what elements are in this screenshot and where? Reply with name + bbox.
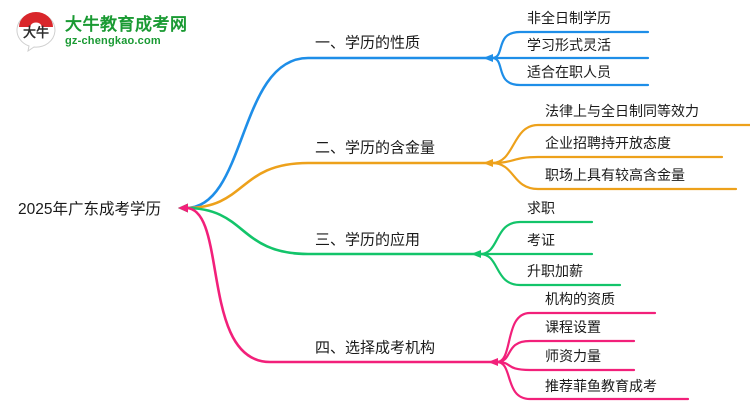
branch-connector <box>184 206 482 256</box>
leaf-fan-arrow-icon <box>471 250 481 258</box>
mindmap-leaf-label[interactable]: 求职 <box>527 200 555 216</box>
leaf-connector <box>478 252 622 287</box>
mindmap-leaf-label[interactable]: 推荐菲鱼教育成考 <box>545 378 657 394</box>
mindmap-leaf-label[interactable]: 法律上与全日制同等效力 <box>545 103 699 119</box>
mindmap-branch-label[interactable]: 二、学历的含金量 <box>315 139 436 157</box>
leaf-connector <box>490 161 738 191</box>
leaf-fan-arrow-icon <box>483 159 493 167</box>
leaf-connector <box>490 155 724 165</box>
svg-text:大牛: 大牛 <box>23 25 49 40</box>
mindmap-leaf-label[interactable]: 师资力量 <box>545 348 601 364</box>
mindmap-leaf-label[interactable]: 适合在职人员 <box>527 64 611 80</box>
mindmap-leaf-label[interactable]: 职场上具有较高含金量 <box>545 167 685 183</box>
leaf-connector <box>495 311 657 364</box>
mindmap-branch-label[interactable]: 三、学历的应用 <box>315 231 421 249</box>
branch-connector <box>184 161 494 210</box>
mindmap-leaf-label[interactable]: 课程设置 <box>545 319 601 335</box>
mindmap-leaf-label[interactable]: 机构的资质 <box>545 291 615 307</box>
mindmap-leaf-label[interactable]: 考证 <box>527 232 555 248</box>
mindmap-leaf-label[interactable]: 升职加薪 <box>527 263 583 279</box>
mindmap-branch-label[interactable]: 一、学历的性质 <box>315 34 421 52</box>
branch-arrow-icon <box>178 203 188 213</box>
logo-text-block: 大牛教育成考网 gz-chengkao.com <box>65 16 188 47</box>
logo-mark-icon: 大牛 <box>14 10 58 53</box>
branch-connector <box>184 206 499 364</box>
mindmap-leaf-label[interactable]: 学习形式灵活 <box>527 37 611 53</box>
mindmap-leaf-label[interactable]: 企业招聘持开放态度 <box>545 135 671 151</box>
mindmap-leaf-label[interactable]: 非全日制学历 <box>527 10 611 26</box>
site-logo: 大牛 大牛教育成考网 gz-chengkao.com <box>14 8 204 54</box>
mindmap-branch-label[interactable]: 四、选择成考机构 <box>315 339 436 357</box>
branch-connector <box>184 56 494 210</box>
leaf-connector <box>495 360 690 401</box>
leaf-connector <box>490 56 650 87</box>
mindmap-root-label[interactable]: 2025年广东成考学历 <box>18 201 161 218</box>
logo-subtitle: gz-chengkao.com <box>65 34 161 47</box>
logo-title: 大牛教育成考网 <box>65 14 188 34</box>
leaf-connector <box>490 123 750 165</box>
leaf-fan-arrow-icon <box>483 54 493 62</box>
leaf-fan-arrow-icon <box>488 358 498 366</box>
